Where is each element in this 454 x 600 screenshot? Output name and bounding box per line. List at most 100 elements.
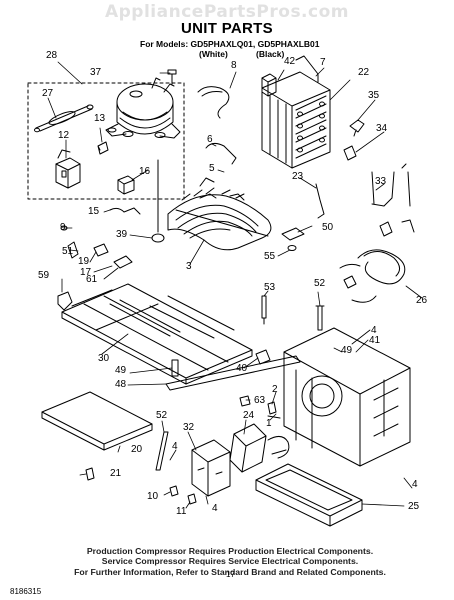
callout-30: 30 — [98, 353, 110, 364]
callout-59: 59 — [38, 270, 50, 281]
part-21-illustration — [86, 468, 94, 480]
callout-4-b: 4 — [172, 441, 178, 452]
part-55-illustration — [288, 246, 296, 251]
models-line: For Models: GD5PHAXLQ01, GD5PHAXLB01 — [140, 39, 320, 49]
screw-52-lower-illustration — [156, 432, 168, 470]
callout-55: 55 — [264, 251, 276, 262]
condenser-bracket-illustration — [262, 74, 276, 96]
variant-white: (White) — [199, 49, 228, 59]
part-61-illustration — [114, 256, 132, 268]
callout-39: 39 — [116, 229, 128, 240]
compressor-illustration — [106, 78, 180, 138]
callout-48: 48 — [115, 379, 127, 390]
note-line-1: Production Compressor Requires Productio… — [86, 546, 374, 556]
callout-17: 17 — [80, 267, 92, 278]
bracket-32-illustration — [192, 440, 230, 496]
part-19-illustration — [94, 244, 108, 256]
wiring-harness-illustration — [340, 220, 414, 302]
evaporator-illustration — [168, 178, 271, 250]
callout-34: 34 — [376, 123, 388, 134]
callout-42: 42 — [284, 56, 296, 67]
grommet-39-illustration — [152, 234, 164, 242]
tube-7-illustration — [296, 56, 318, 82]
callout-35: 35 — [368, 90, 380, 101]
part-10-illustration — [170, 486, 178, 496]
part-59-illustration — [58, 292, 72, 310]
callout-7: 7 — [320, 57, 326, 68]
document-number: 8186315 — [10, 587, 42, 596]
compressor-kit-outline — [28, 83, 184, 199]
callout-25: 25 — [408, 501, 420, 512]
callout-16: 16 — [139, 166, 151, 177]
tube-6-illustration — [206, 143, 236, 164]
base-frame-illustration — [62, 284, 252, 384]
drain-pan-illustration — [256, 464, 362, 526]
callout-11: 11 — [176, 506, 187, 517]
rail-48-49-illustration — [166, 356, 300, 390]
callout-27: 27 — [42, 88, 54, 99]
callout-61: 61 — [86, 274, 98, 285]
callout-41: 41 — [369, 335, 381, 346]
callout-5: 5 — [209, 163, 215, 174]
callout-32: 32 — [183, 422, 195, 433]
page-title: UNIT PARTS — [181, 20, 273, 37]
callout-15: 15 — [88, 206, 100, 217]
pad-illustration — [42, 392, 152, 450]
part-35-illustration — [350, 120, 364, 136]
tube-23-illustration — [316, 184, 324, 218]
part-40-illustration — [256, 350, 270, 364]
variant-black: (Black) — [256, 49, 285, 59]
part-11-illustration — [188, 494, 196, 504]
note-line-3: For Further Information, Refer to Standa… — [74, 566, 386, 577]
relay-cover-illustration — [118, 176, 134, 194]
callout-51: 51 — [62, 246, 74, 257]
screw-52-illustration — [316, 306, 324, 330]
condenser-illustration — [262, 72, 330, 168]
callout-23: 23 — [292, 171, 304, 182]
callout-13: 13 — [94, 113, 106, 124]
callout-63: 63 — [254, 395, 266, 406]
callout-20: 20 — [131, 444, 143, 455]
callout-4-d: 4 — [412, 479, 418, 490]
callout-28: 28 — [46, 50, 58, 61]
part-51-illustration — [68, 242, 78, 258]
clip-illustration — [98, 142, 108, 154]
callout-4-a: 4 — [371, 325, 377, 336]
callout-26: 26 — [416, 295, 428, 306]
callout-3: 3 — [186, 261, 192, 272]
screw-63-illustration — [240, 396, 250, 406]
start-relay-illustration — [56, 150, 80, 188]
page-number: 17 — [226, 570, 235, 579]
callout-37: 37 — [90, 67, 102, 78]
fan-motor-illustration — [230, 424, 289, 472]
callout-50: 50 — [322, 222, 334, 233]
notes-block: Production Compressor Requires Productio… — [40, 546, 420, 577]
callout-12: 12 — [58, 130, 70, 141]
wires-33-illustration — [372, 164, 410, 206]
screw-37-illustration — [168, 70, 176, 84]
fan-bracket-illustration — [284, 328, 410, 466]
callout-10: 10 — [147, 491, 159, 502]
callout-1: 1 — [266, 418, 272, 429]
callout-8: 8 — [231, 60, 237, 71]
callout-4-c: 4 — [212, 503, 218, 514]
tube-8-illustration — [198, 87, 229, 118]
callout-52-lower: 52 — [156, 410, 168, 421]
part-34-illustration — [344, 146, 356, 160]
screw-53-illustration — [262, 296, 266, 324]
callout-9: 9 — [60, 222, 66, 233]
callout-33: 33 — [375, 176, 387, 187]
callout-24: 24 — [243, 410, 255, 421]
callout-49: 49 — [115, 365, 127, 376]
callout-21: 21 — [110, 468, 122, 479]
callout-2: 2 — [272, 384, 278, 395]
leader-lines — [48, 62, 422, 508]
callout-6: 6 — [207, 134, 213, 145]
callout-19: 19 — [78, 256, 90, 267]
watermark: AppliancePartsPros.com — [104, 2, 349, 22]
part-2-illustration — [268, 402, 280, 418]
callout-22: 22 — [358, 67, 370, 78]
overload-protector-illustration — [35, 105, 94, 132]
